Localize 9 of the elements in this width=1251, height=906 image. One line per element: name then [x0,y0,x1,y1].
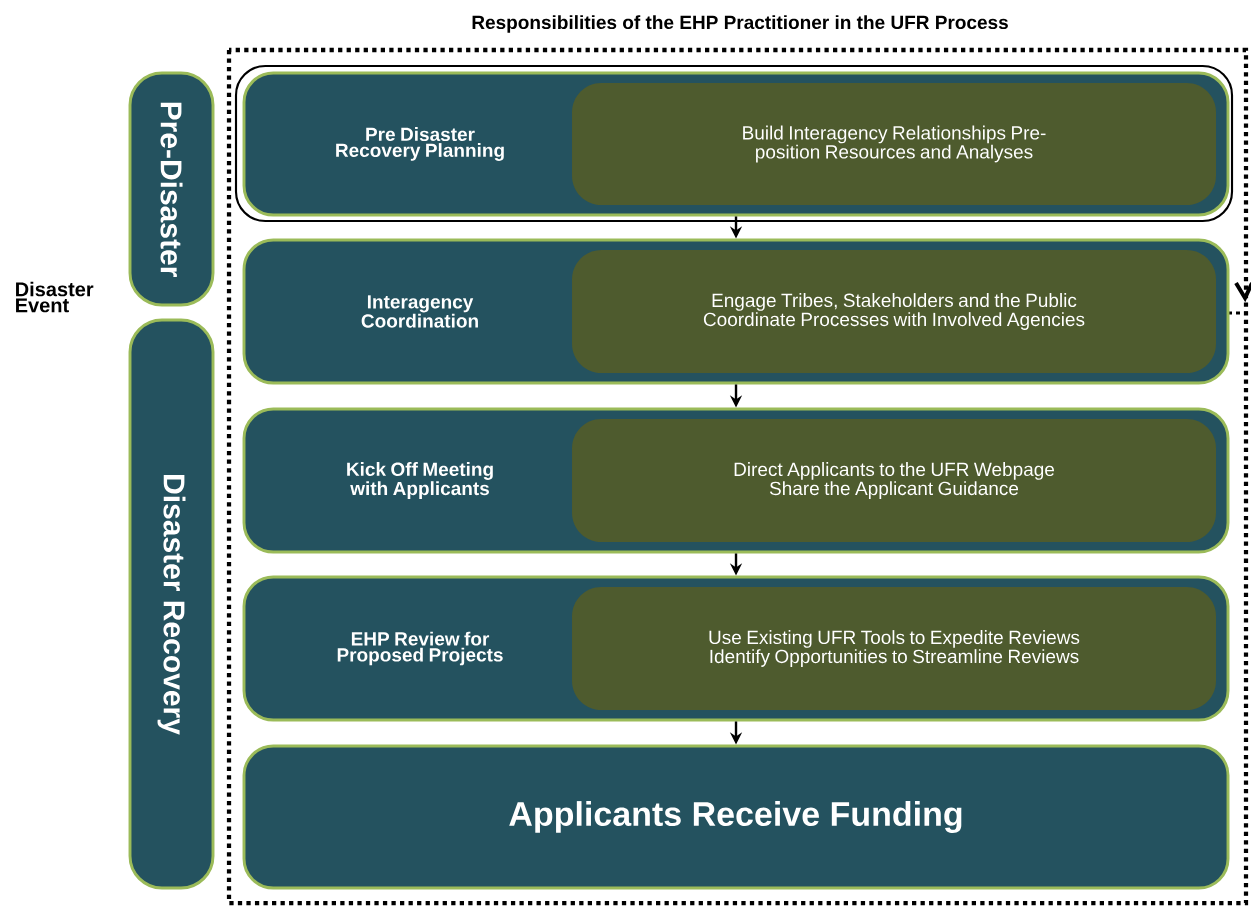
phase-band: Disaster Recovery [128,318,215,890]
event-label: Disaster Event [16,281,94,313]
phase-band: Pre-Disaster [128,71,215,307]
outcome-box: Applicants Receive Funding [242,744,1230,890]
task-box: Build Interagency Relationships Pre-position Resources and Analyses [572,83,1216,205]
task-box: Use Existing UFR Tools to Expedite Reviews Identify Opportunities to Streamline Reviews [572,587,1216,710]
task-box: Direct Applicants to the UFR Webpage Share the Applicant Guidance [572,419,1216,542]
task-box: Engage Tribes, Stakeholders and the Public Coordinate Processes with Involved Agencies [572,250,1216,373]
title: Responsibilities of the EHP Practitioner in the UFR Process [472,15,1008,33]
